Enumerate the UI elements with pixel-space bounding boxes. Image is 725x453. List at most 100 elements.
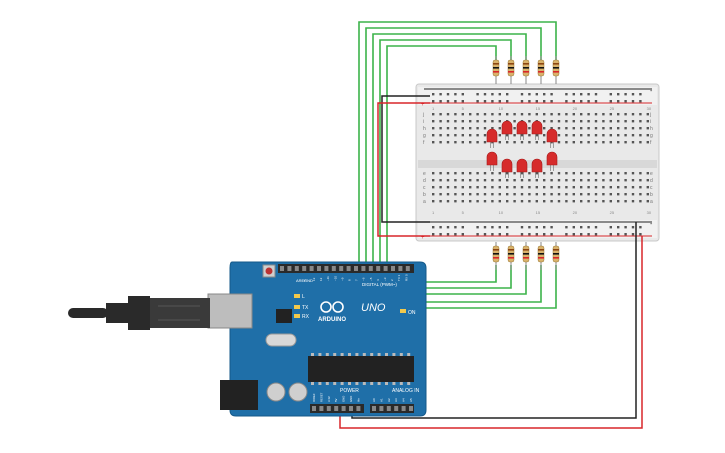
rail-hole[interactable] bbox=[565, 93, 568, 96]
terminal-hole[interactable] bbox=[498, 113, 501, 116]
terminal-hole[interactable] bbox=[498, 127, 501, 130]
usb-cable[interactable] bbox=[68, 296, 210, 330]
terminal-hole[interactable] bbox=[498, 120, 501, 123]
led-top-5[interactable] bbox=[546, 128, 558, 143]
terminal-hole[interactable] bbox=[557, 200, 561, 203]
terminal-hole[interactable] bbox=[439, 172, 442, 175]
power-pin[interactable] bbox=[312, 406, 316, 411]
rail-hole[interactable] bbox=[580, 233, 583, 236]
terminal-hole[interactable] bbox=[594, 134, 598, 137]
arduino-uno-board[interactable]: ARDUINO UNO DIGITAL (PWM~) ON L TX RX AR… bbox=[207, 261, 427, 417]
terminal-hole[interactable] bbox=[446, 113, 450, 116]
header-pin[interactable] bbox=[287, 266, 292, 271]
terminal-hole[interactable] bbox=[572, 179, 575, 182]
terminal-hole[interactable] bbox=[565, 186, 568, 189]
terminal-hole[interactable] bbox=[520, 134, 524, 137]
terminal-hole[interactable] bbox=[476, 172, 479, 175]
terminal-hole[interactable] bbox=[565, 120, 568, 123]
terminal-hole[interactable] bbox=[439, 127, 442, 130]
terminal-hole[interactable] bbox=[550, 113, 553, 116]
terminal-hole[interactable] bbox=[565, 179, 568, 182]
terminal-hole[interactable] bbox=[617, 179, 620, 182]
rail-hole[interactable] bbox=[476, 233, 479, 236]
terminal-hole[interactable] bbox=[609, 141, 612, 144]
terminal-hole[interactable] bbox=[535, 193, 538, 196]
terminal-hole[interactable] bbox=[528, 113, 531, 116]
terminal-hole[interactable] bbox=[483, 200, 487, 203]
rail-hole[interactable] bbox=[454, 93, 457, 96]
rail-hole[interactable] bbox=[483, 93, 487, 96]
terminal-hole[interactable] bbox=[572, 172, 575, 175]
terminal-hole[interactable] bbox=[469, 186, 472, 189]
power-pin[interactable] bbox=[319, 406, 324, 411]
terminal-hole[interactable] bbox=[469, 172, 472, 175]
terminal-hole[interactable] bbox=[624, 179, 627, 182]
terminal-hole[interactable] bbox=[491, 120, 494, 123]
terminal-hole[interactable] bbox=[513, 113, 516, 116]
terminal-hole[interactable] bbox=[513, 127, 516, 130]
terminal-hole[interactable] bbox=[432, 113, 435, 116]
terminal-hole[interactable] bbox=[543, 113, 546, 116]
rail-hole[interactable] bbox=[594, 100, 598, 103]
rail-hole[interactable] bbox=[491, 226, 494, 229]
header-pin[interactable] bbox=[405, 266, 410, 271]
terminal-hole[interactable] bbox=[602, 200, 605, 203]
terminal-hole[interactable] bbox=[580, 113, 583, 116]
rail-hole[interactable] bbox=[624, 93, 627, 96]
rail-hole[interactable] bbox=[506, 226, 509, 229]
led-top-4[interactable] bbox=[531, 120, 543, 135]
rail-hole[interactable] bbox=[439, 100, 442, 103]
rail-hole[interactable] bbox=[580, 93, 583, 96]
rail-hole[interactable] bbox=[609, 226, 612, 229]
terminal-hole[interactable] bbox=[602, 179, 605, 182]
header-pin[interactable] bbox=[383, 266, 388, 271]
analog-pin[interactable] bbox=[394, 406, 399, 411]
terminal-hole[interactable] bbox=[557, 141, 561, 144]
terminal-hole[interactable] bbox=[565, 134, 568, 137]
terminal-hole[interactable] bbox=[483, 186, 487, 189]
terminal-hole[interactable] bbox=[639, 120, 642, 123]
terminal-hole[interactable] bbox=[454, 172, 457, 175]
terminal-hole[interactable] bbox=[432, 120, 435, 123]
terminal-hole[interactable] bbox=[528, 172, 531, 175]
terminal-hole[interactable] bbox=[439, 113, 442, 116]
terminal-hole[interactable] bbox=[639, 179, 642, 182]
rail-hole[interactable] bbox=[520, 93, 524, 96]
terminal-hole[interactable] bbox=[550, 120, 553, 123]
terminal-hole[interactable] bbox=[580, 200, 583, 203]
rail-hole[interactable] bbox=[432, 93, 435, 96]
header-pin[interactable] bbox=[354, 266, 358, 271]
rail-hole[interactable] bbox=[439, 226, 442, 229]
rail-hole[interactable] bbox=[461, 100, 464, 103]
terminal-hole[interactable] bbox=[609, 172, 612, 175]
rail-hole[interactable] bbox=[572, 233, 575, 236]
terminal-hole[interactable] bbox=[646, 186, 649, 189]
terminal-hole[interactable] bbox=[432, 141, 435, 144]
rail-hole[interactable] bbox=[432, 100, 435, 103]
terminal-hole[interactable] bbox=[498, 172, 501, 175]
terminal-hole[interactable] bbox=[520, 172, 524, 175]
rail-hole[interactable] bbox=[565, 100, 568, 103]
terminal-hole[interactable] bbox=[513, 200, 516, 203]
terminal-hole[interactable] bbox=[506, 134, 509, 137]
terminal-hole[interactable] bbox=[572, 193, 575, 196]
terminal-hole[interactable] bbox=[528, 193, 531, 196]
terminal-hole[interactable] bbox=[446, 193, 450, 196]
terminal-hole[interactable] bbox=[439, 186, 442, 189]
rail-hole[interactable] bbox=[617, 100, 620, 103]
terminal-hole[interactable] bbox=[602, 127, 605, 130]
rail-hole[interactable] bbox=[483, 233, 487, 236]
terminal-hole[interactable] bbox=[550, 200, 553, 203]
terminal-hole[interactable] bbox=[446, 127, 450, 130]
terminal-hole[interactable] bbox=[594, 113, 598, 116]
reset-button-cap[interactable] bbox=[265, 267, 273, 275]
header-pin[interactable] bbox=[331, 266, 336, 271]
rail-hole[interactable] bbox=[609, 93, 612, 96]
terminal-hole[interactable] bbox=[454, 134, 457, 137]
header-pin[interactable] bbox=[339, 266, 344, 271]
terminal-hole[interactable] bbox=[432, 193, 435, 196]
terminal-hole[interactable] bbox=[498, 134, 501, 137]
analog-pin[interactable] bbox=[372, 406, 376, 411]
terminal-hole[interactable] bbox=[646, 134, 649, 137]
rail-hole[interactable] bbox=[454, 226, 457, 229]
